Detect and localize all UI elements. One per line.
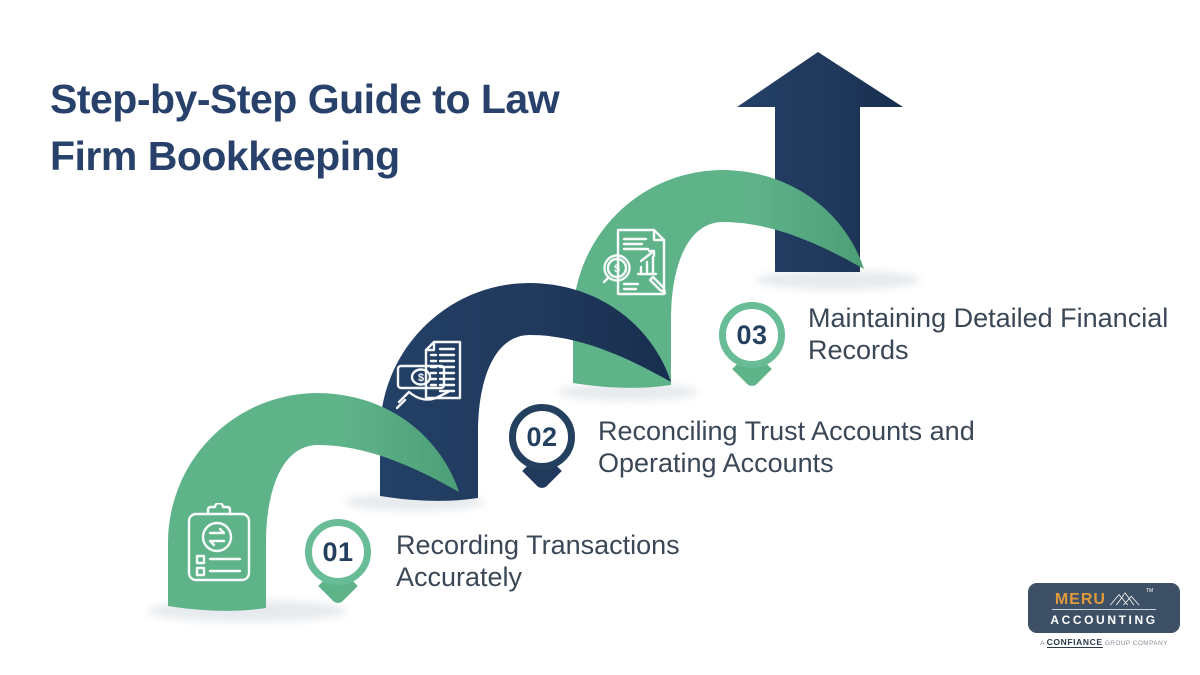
step-2-number: 02 xyxy=(509,404,575,470)
logo-tagline: A CONFIANCE GROUP COMPANY xyxy=(1028,637,1180,648)
tagline-suffix: GROUP COMPANY xyxy=(1104,640,1168,647)
ground-shadows xyxy=(147,270,920,622)
clipboard-exchange-icon xyxy=(187,503,251,582)
step-3-number: 03 xyxy=(719,302,785,368)
meru-accounting-logo: MERU TM ACCOUNTING A CONFIANCE GROUP COM… xyxy=(1028,583,1180,648)
mountain-peaks-icon xyxy=(1109,592,1140,606)
dollar-glyph: $ xyxy=(614,263,620,275)
step-3-label: Maintaining Detailed Financial Records xyxy=(808,303,1169,365)
step-2-marker: 02 xyxy=(509,404,575,494)
financial-report-audit-icon: $ xyxy=(602,228,667,296)
page-title-line-2: Firm Bookkeeping xyxy=(50,133,400,180)
logo-divider xyxy=(1052,609,1156,610)
cash-in-hand-ledger-icon: $ xyxy=(396,340,462,410)
page-title: Step-by-Step Guide to Law Firm Bookkeepi… xyxy=(50,71,560,184)
step-1-number: 01 xyxy=(305,519,371,585)
step-1-label: Recording Transactions Accurately xyxy=(396,530,680,592)
trademark-symbol: TM xyxy=(1145,588,1154,594)
step-3-marker: 03 xyxy=(719,302,785,392)
page-title-line-1: Step-by-Step Guide to Law xyxy=(50,76,560,123)
logo-brand-subname: ACCOUNTING xyxy=(1050,613,1158,627)
tagline-prefix: A xyxy=(1040,640,1045,647)
dollar-glyph: $ xyxy=(418,372,424,384)
step-2-label: Reconciling Trust Accounts and Operating… xyxy=(598,416,975,478)
logo-brand-name: MERU xyxy=(1054,591,1106,608)
logo-badge: MERU TM ACCOUNTING xyxy=(1028,583,1180,633)
tagline-brand: CONFIANCE xyxy=(1046,637,1103,648)
step-1-marker: 01 xyxy=(305,519,371,609)
